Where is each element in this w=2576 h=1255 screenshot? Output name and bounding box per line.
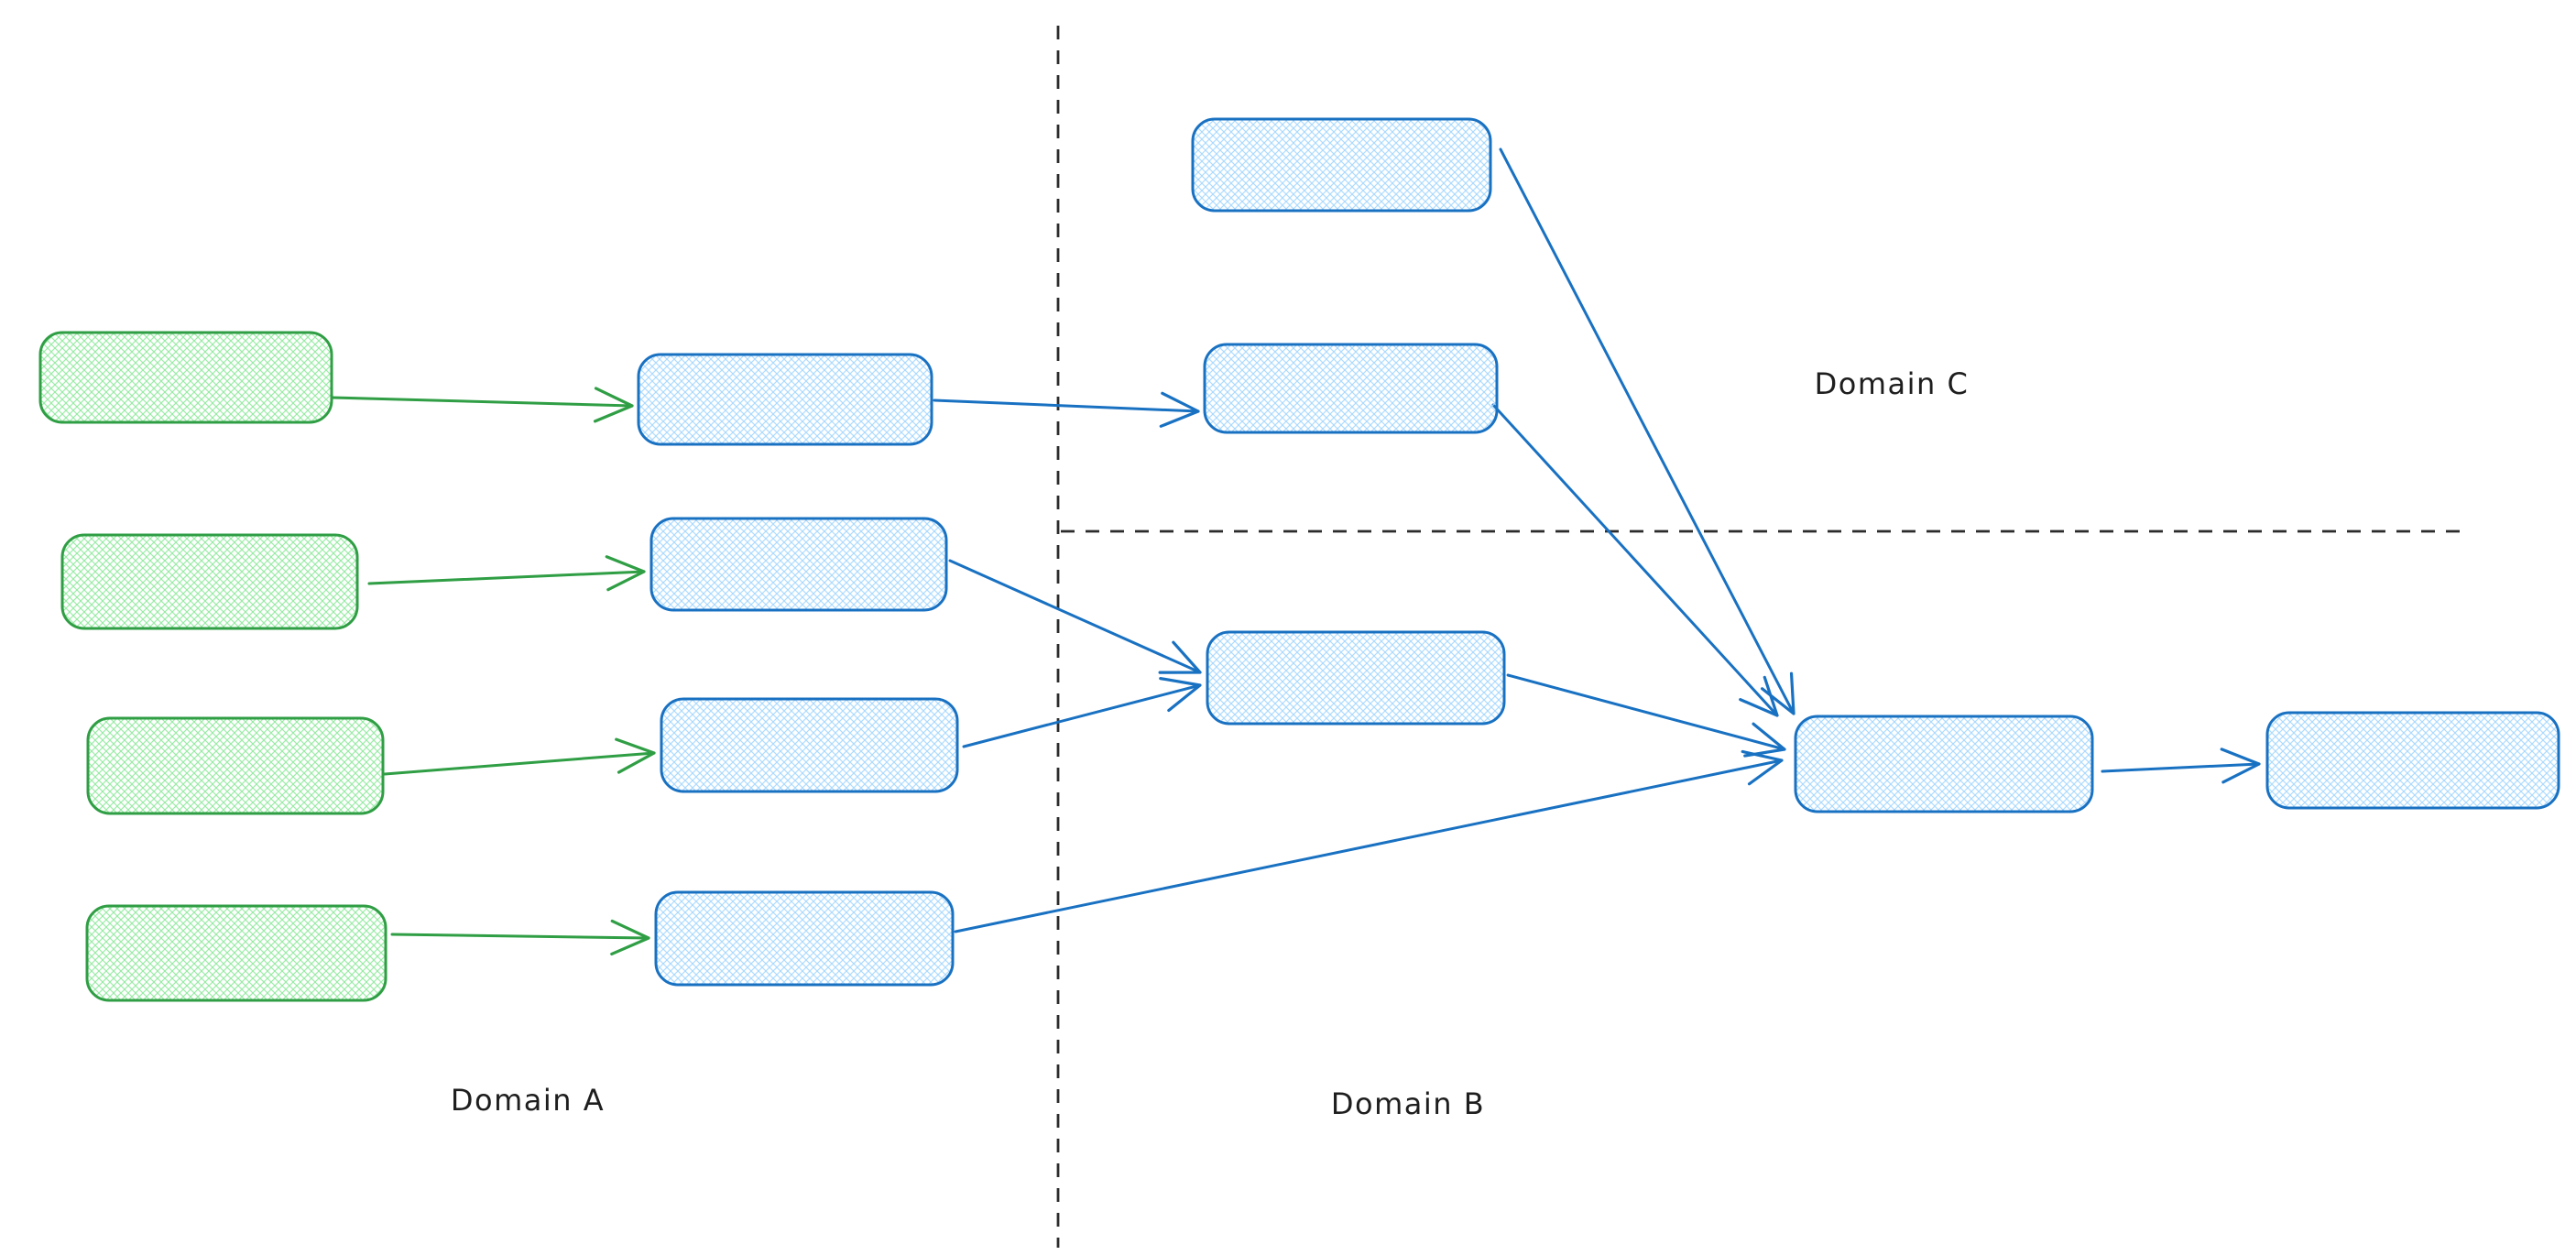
node-a-process-4 bbox=[654, 890, 955, 987]
node-c-box-1 bbox=[1191, 117, 1492, 213]
edge-c-box-1--b-hub bbox=[1499, 147, 1796, 715]
node-a-input-4 bbox=[85, 904, 387, 1002]
edge-b-hub--b-output bbox=[2101, 748, 2261, 784]
node-c-box-2 bbox=[1203, 343, 1499, 434]
edge-a-input-1--a-process-1 bbox=[330, 387, 634, 423]
edge-a-process-1--c-box-2 bbox=[933, 391, 1200, 428]
edge-a-input-4--a-process-4 bbox=[390, 919, 650, 956]
label-domain-b: Domain B bbox=[1331, 1086, 1485, 1121]
node-a-process-1 bbox=[637, 353, 933, 446]
dividers-layer bbox=[1056, 26, 2469, 1248]
label-domain-c: Domain C bbox=[1815, 366, 1970, 401]
node-a-process-3 bbox=[660, 697, 959, 793]
labels-layer: Domain A Domain B Domain C bbox=[451, 366, 1970, 1121]
node-b-hub bbox=[1794, 715, 2094, 813]
node-a-process-2 bbox=[649, 517, 948, 612]
node-a-input-2 bbox=[60, 533, 359, 630]
node-a-input-1 bbox=[38, 331, 333, 424]
edge-a-process-2--b-box-1 bbox=[948, 559, 1202, 674]
node-b-box-1 bbox=[1206, 630, 1506, 726]
node-a-input-3 bbox=[86, 716, 385, 815]
edges-layer bbox=[330, 147, 2261, 956]
node-b-output bbox=[2265, 711, 2560, 810]
edge-a-process-4--b-hub bbox=[954, 749, 1784, 933]
edge-c-box-2--b-hub bbox=[1491, 403, 1779, 717]
edge-a-input-3--a-process-3 bbox=[383, 737, 656, 776]
edge-a-input-2--a-process-2 bbox=[367, 555, 646, 592]
edge-b-box-1--b-hub bbox=[1506, 673, 1786, 758]
label-domain-a: Domain A bbox=[451, 1083, 605, 1118]
edge-a-process-3--b-box-1 bbox=[962, 677, 1202, 748]
nodes-layer bbox=[38, 117, 2560, 1002]
